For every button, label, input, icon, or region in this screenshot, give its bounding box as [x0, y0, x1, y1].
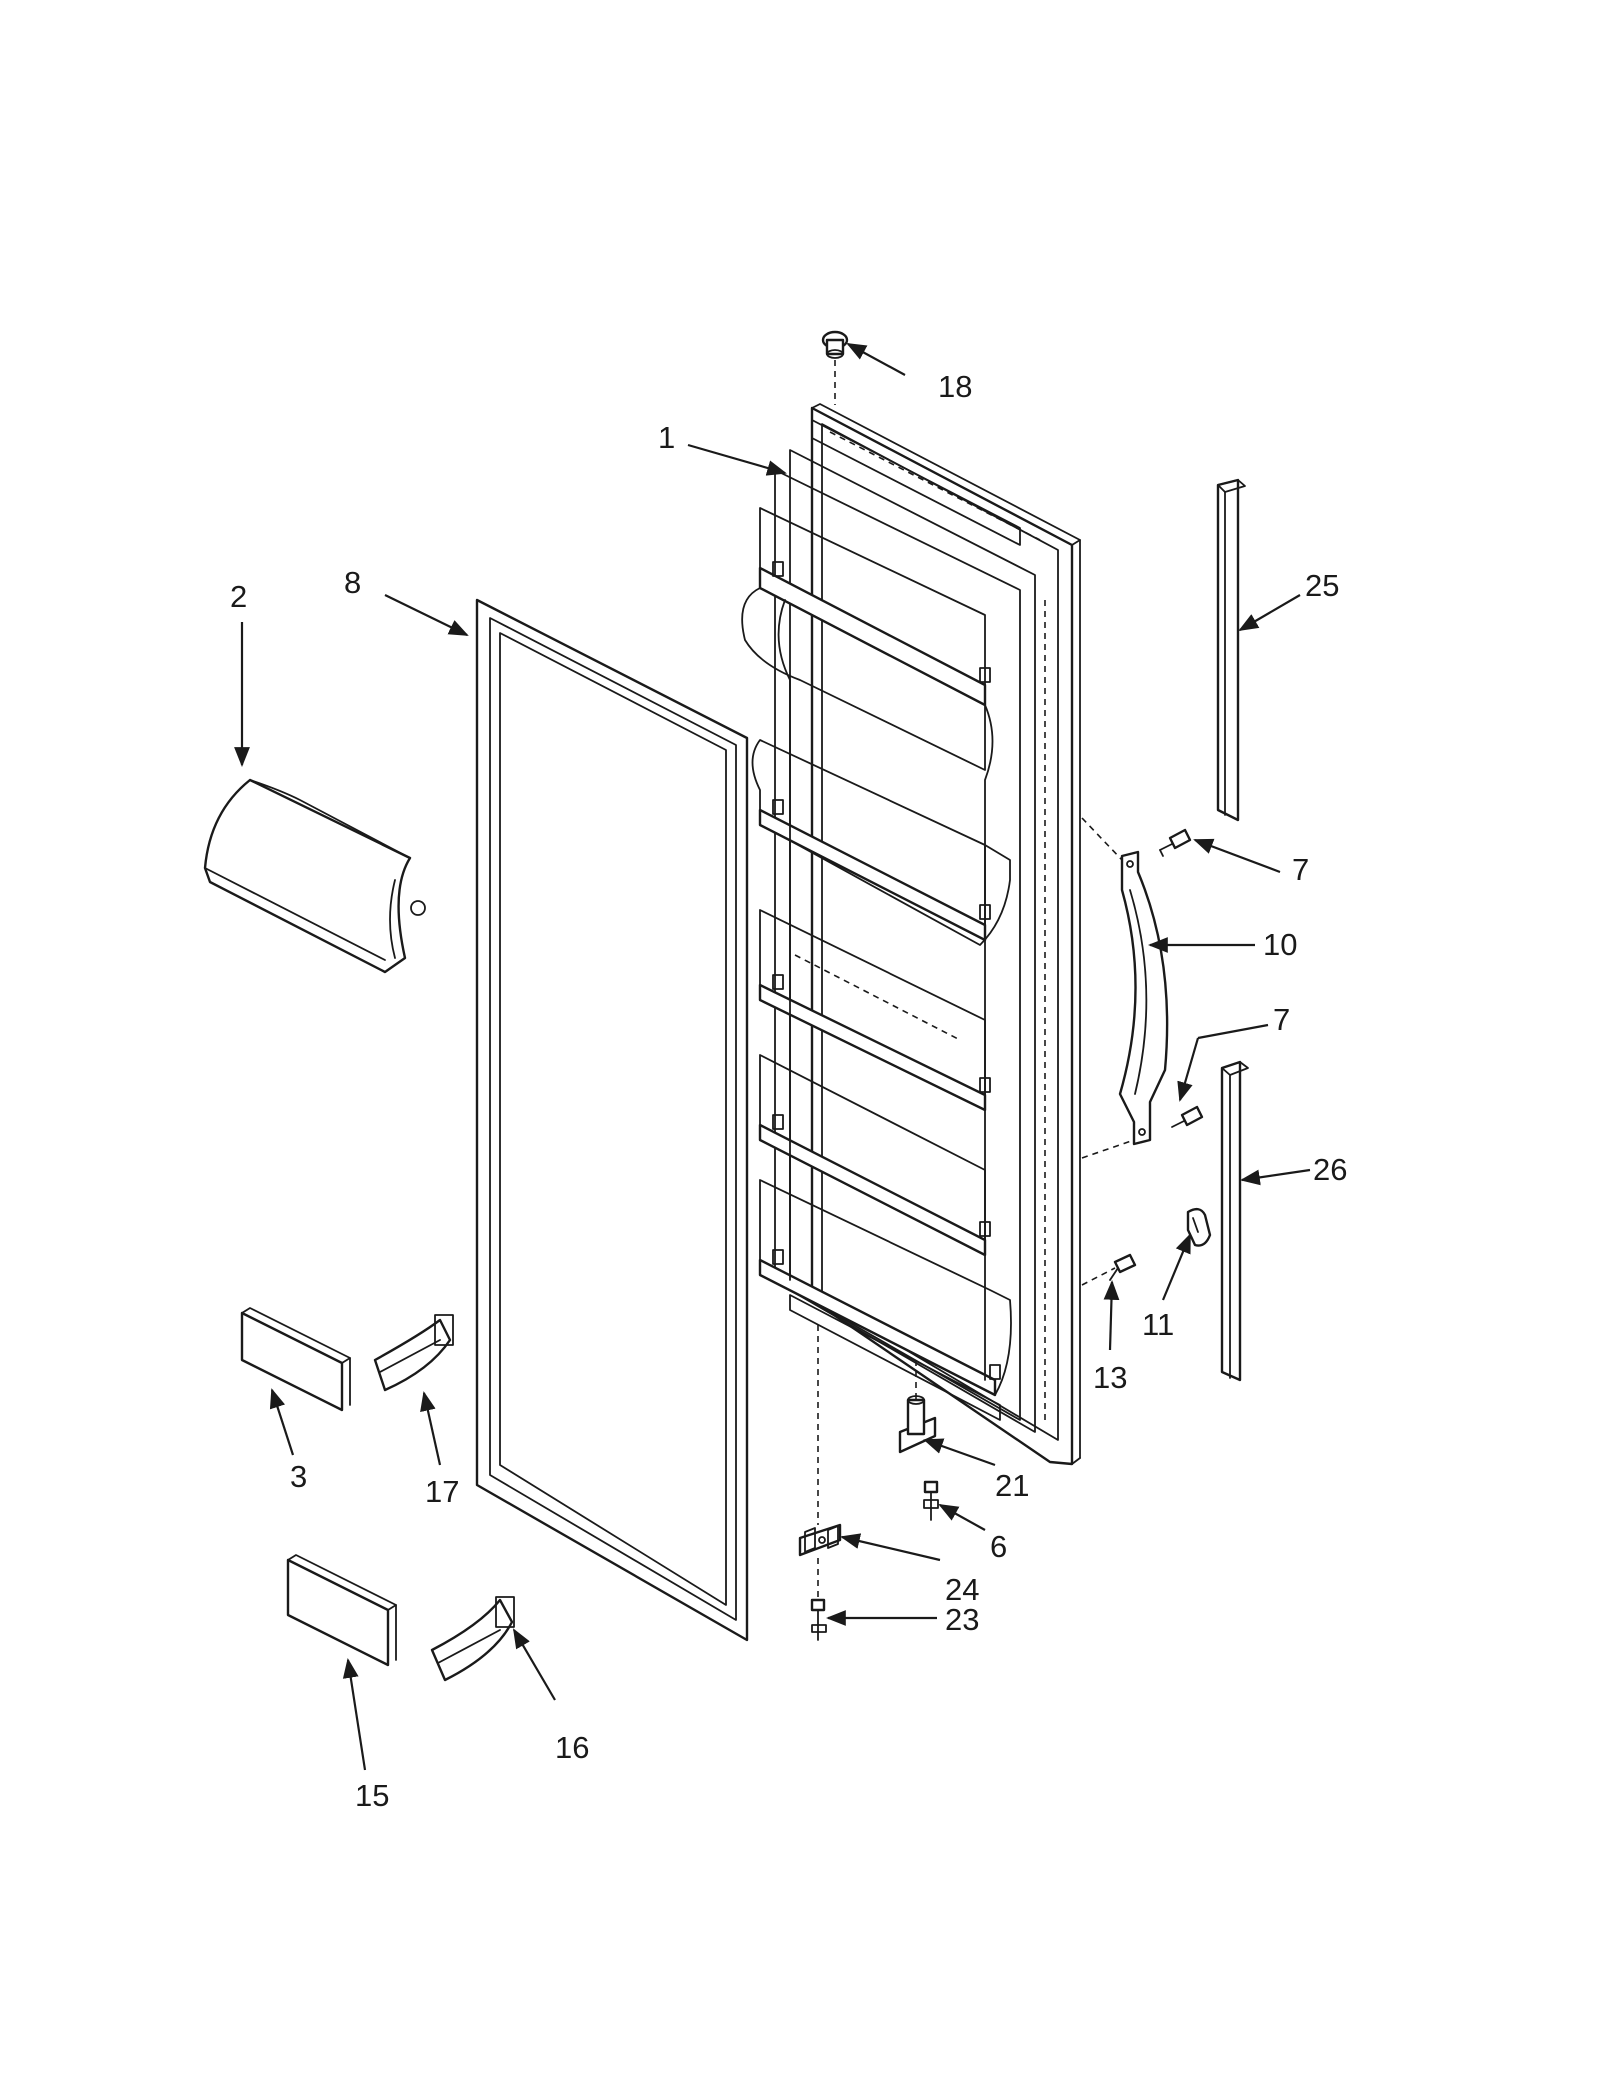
hinge-screw-part	[923, 1480, 939, 1521]
plug-part	[821, 330, 849, 359]
callout-8: 8	[344, 565, 361, 600]
leader-lines	[234, 343, 1311, 1771]
callout-13: 13	[1093, 1360, 1127, 1395]
callout-2: 2	[230, 579, 247, 614]
callout-26: 26	[1313, 1152, 1347, 1187]
panel-3-part	[240, 1307, 351, 1412]
handle-screw-lower-part	[1171, 1105, 1204, 1128]
callout-24: 24	[945, 1572, 979, 1607]
callout-17: 17	[425, 1474, 459, 1509]
door-liner-part	[741, 403, 1081, 1466]
screw-13-part	[1109, 1253, 1137, 1281]
panel-15-part	[286, 1554, 397, 1667]
bracket-screw-part	[810, 1598, 827, 1641]
callout-7-upper: 7	[1292, 852, 1309, 887]
clip-part	[1186, 1207, 1212, 1247]
callout-25: 25	[1305, 568, 1339, 603]
dispenser-cover-part	[203, 778, 426, 974]
callout-16: 16	[555, 1730, 589, 1765]
callout-18: 18	[938, 369, 972, 404]
callout-7-lower: 7	[1273, 1002, 1290, 1037]
door-gasket-part	[475, 598, 749, 1642]
callout-6: 6	[990, 1529, 1007, 1564]
bracket-16-part	[430, 1596, 515, 1682]
trim-strip-lower-part	[1220, 1060, 1249, 1382]
callout-23: 23	[945, 1602, 979, 1637]
bottom-hinge-part	[898, 1395, 937, 1454]
callout-labels: 18 1 2 8 25 7 10 7 26 11 13 21 6 24 23 3…	[230, 369, 1347, 1813]
trim-strip-upper-part	[1216, 478, 1246, 822]
callout-15: 15	[355, 1778, 389, 1813]
callout-21: 21	[995, 1468, 1029, 1503]
handle-screw-upper-part	[1159, 828, 1192, 857]
callout-1: 1	[658, 420, 675, 455]
bracket-17-part	[373, 1314, 454, 1392]
callout-10: 10	[1263, 927, 1297, 962]
callout-11: 11	[1142, 1307, 1174, 1342]
callout-3: 3	[290, 1459, 307, 1494]
bracket-part	[798, 1523, 842, 1557]
door-handle-part	[1118, 850, 1169, 1146]
